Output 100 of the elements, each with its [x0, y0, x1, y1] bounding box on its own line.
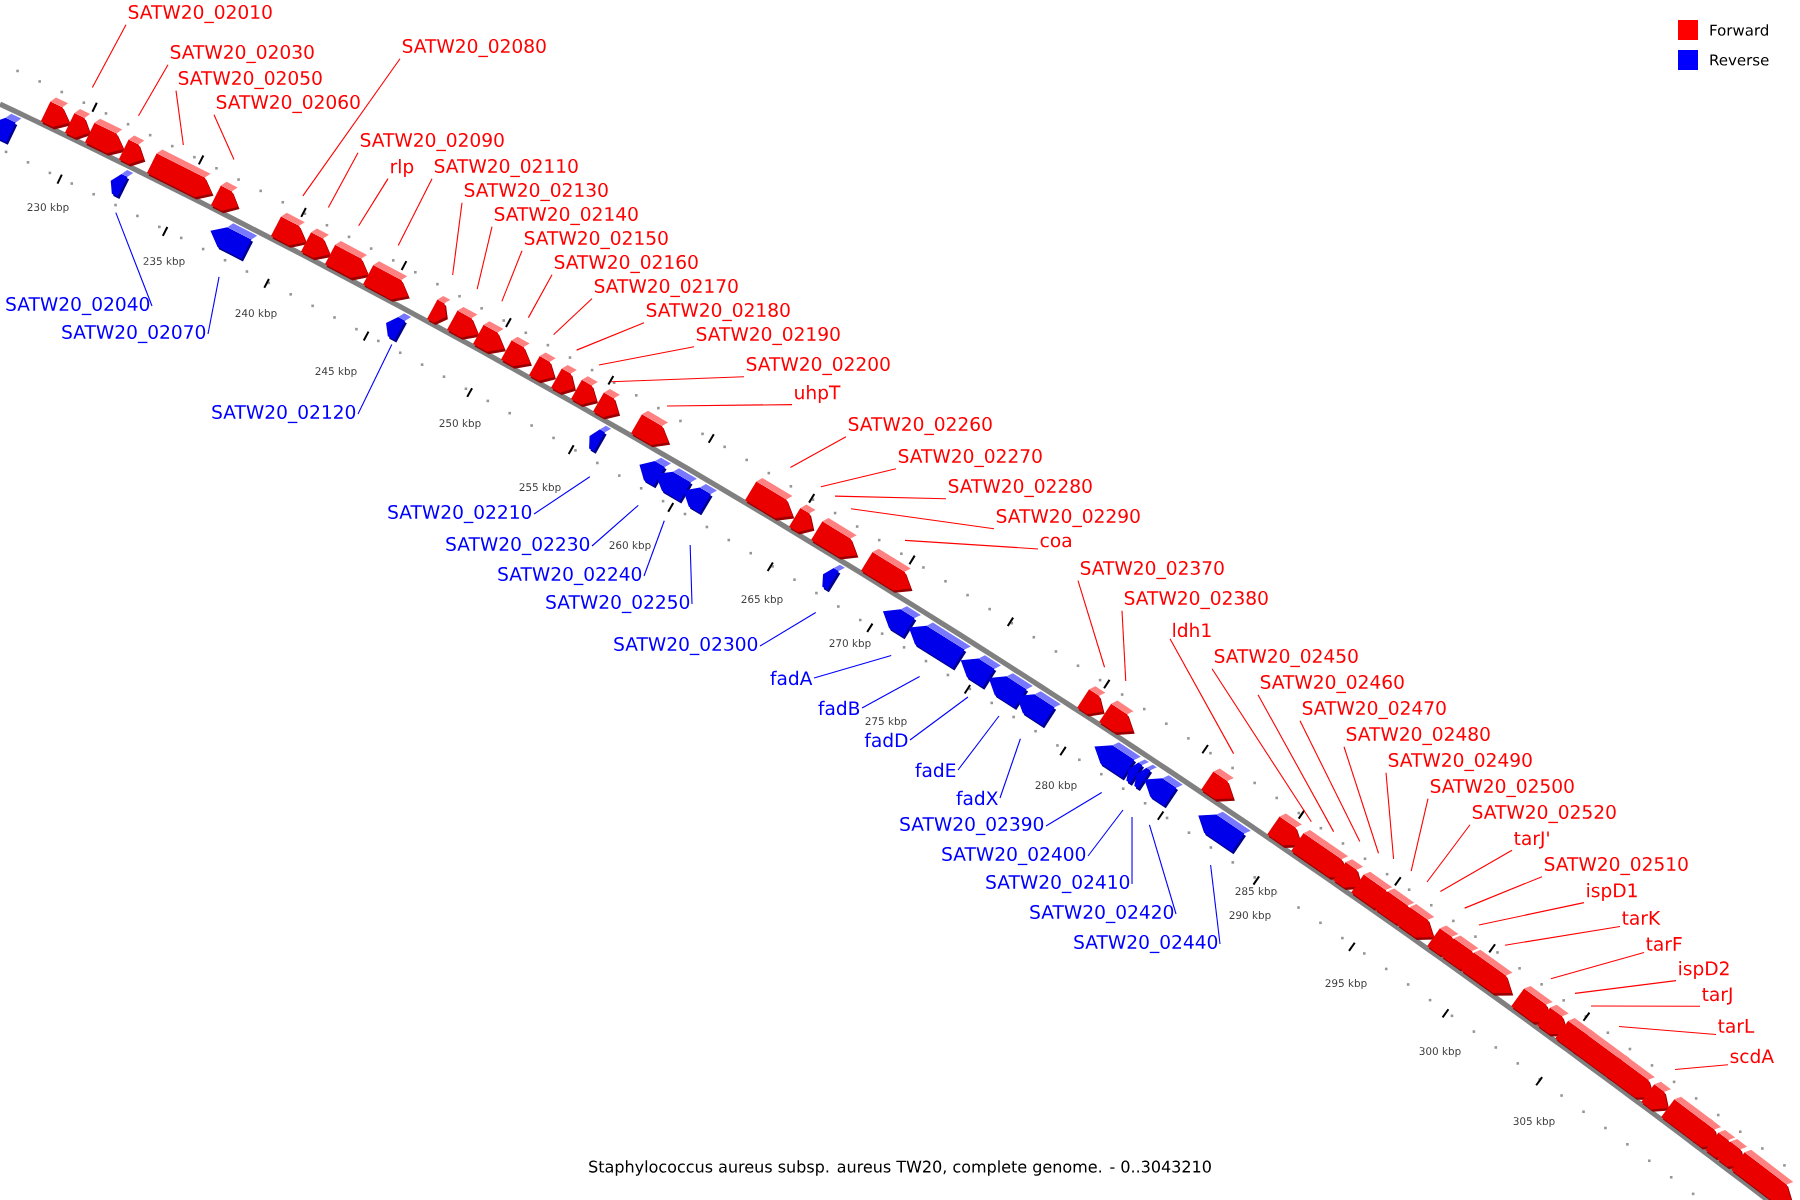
gene-label: SATW20_02060: [216, 94, 360, 114]
leader-line: [1087, 809, 1124, 857]
gene-label: SATW20_02160: [554, 254, 698, 274]
leader-line: [689, 544, 693, 605]
leader-line: [1385, 772, 1395, 860]
gene-label: SATW20_02500: [1430, 778, 1574, 798]
gene-label: SATW20_02370: [1080, 560, 1224, 580]
gene-label: tarF: [1646, 937, 1682, 951]
leader-line: [175, 90, 184, 146]
gene-label: SATW20_02290: [996, 508, 1140, 528]
gene-label: ispD2: [1679, 961, 1729, 979]
leader-line: [861, 675, 921, 709]
gene-label: SATW20_02110: [434, 158, 578, 178]
leader-line: [213, 114, 235, 160]
leader-line: [302, 58, 401, 197]
gene-label: SATW20_02010: [128, 4, 272, 24]
gene-label: SATW20_02450: [1214, 648, 1358, 668]
leader-line: [358, 178, 389, 227]
leader-line: [1211, 668, 1312, 823]
leader-line: [1590, 1005, 1701, 1007]
gene-label: tarJ: [1702, 987, 1732, 1005]
gene-label: SATW20_02140: [494, 206, 638, 226]
leader-line: [1550, 951, 1645, 980]
gene-label: SATW20_02470: [1302, 700, 1446, 720]
gene-label: SATW20_02260: [848, 416, 992, 436]
gene-label: tarL: [1718, 1019, 1755, 1033]
gene-label: tarK: [1622, 911, 1661, 925]
leader-line: [820, 468, 897, 488]
leader-line: [813, 654, 892, 679]
gene-label: SATW20_02210: [388, 504, 532, 524]
leader-line: [553, 298, 593, 336]
leader-line: [1257, 694, 1335, 833]
leader-line: [533, 476, 591, 515]
leader-line: [1131, 816, 1133, 885]
leader-line: [137, 64, 169, 117]
leader-line: [834, 495, 947, 500]
gene-label: ldh1: [1173, 622, 1211, 638]
leader-line: [957, 715, 1000, 771]
gene-label: SATW20_02130: [464, 182, 608, 202]
leader-line: [789, 436, 847, 469]
leader-line: [1121, 610, 1127, 682]
gene-label: SATW20_02170: [594, 278, 738, 298]
gene-label: scdA: [1730, 1048, 1774, 1064]
gene-label: rlp: [391, 159, 414, 177]
leader-line: [1077, 580, 1106, 668]
gene-label: SATW20_02090: [360, 132, 504, 152]
gene-label: coa: [1040, 536, 1071, 548]
leader-line: [1210, 864, 1221, 945]
leader-line: [1464, 876, 1543, 909]
leader-line: [909, 696, 969, 741]
gene-label: SATW20_02050: [178, 70, 322, 90]
gene-label: SATW20_02490: [1388, 752, 1532, 772]
gene-label: SATW20_02070: [62, 324, 206, 344]
leader-line: [1169, 638, 1235, 755]
gene-label: SATW20_02460: [1260, 674, 1404, 694]
leader-line: [1618, 1025, 1717, 1036]
gene-label: SATW20_02390: [900, 816, 1044, 836]
gene-label: fadA: [770, 670, 813, 686]
leader-line: [999, 738, 1021, 799]
leader-line: [1674, 1064, 1729, 1071]
gene-label: fadD: [864, 732, 908, 748]
gene-label: SATW20_02270: [898, 448, 1042, 468]
leader-line: [1410, 798, 1429, 872]
leader-line: [759, 612, 817, 647]
gene-label: SATW20_02250: [546, 594, 690, 614]
gene-label: ispD1: [1587, 883, 1637, 901]
gene-label: uhpT: [795, 385, 841, 403]
leader-line: [452, 202, 463, 276]
leader-line: [591, 504, 639, 547]
leader-line: [357, 343, 393, 415]
leader-line: [1439, 849, 1513, 893]
gene-label: SATW20_02040: [6, 296, 150, 316]
gene-label: fadE: [915, 762, 956, 778]
leader-line: [207, 276, 220, 335]
gene-label: SATW20_02240: [498, 566, 642, 586]
leader-line: [1299, 720, 1361, 843]
leader-line: [1148, 824, 1177, 915]
leader-line: [576, 322, 645, 351]
gene-label: fadB: [818, 700, 860, 716]
leader-line: [1574, 980, 1677, 994]
gene-label: SATW20_02480: [1346, 726, 1490, 746]
leader-line: [1426, 824, 1471, 883]
leader-line: [527, 274, 553, 319]
leader-line: [666, 404, 793, 407]
gene-label: SATW20_02120: [212, 404, 356, 424]
leader-line: [327, 152, 359, 209]
gene-label: SATW20_02190: [696, 326, 840, 346]
leader-line: [1504, 925, 1621, 946]
gene-label: SATW20_02380: [1124, 590, 1268, 610]
leader-line: [850, 508, 995, 530]
leader-line: [91, 24, 127, 89]
leader-line: [598, 346, 695, 366]
caption: Staphylococcus aureus subsp. aureus TW20, complete genome. - 0..3043210: [589, 1160, 1211, 1176]
leader-line: [610, 376, 745, 383]
leader-line: [1478, 902, 1585, 926]
gene-label: SATW20_02080: [402, 38, 546, 58]
gene-label: tarJ': [1514, 831, 1549, 849]
gene-label: SATW20_02230: [446, 536, 590, 556]
gene-label: SATW20_02280: [948, 478, 1092, 498]
leader-line: [904, 539, 1039, 550]
